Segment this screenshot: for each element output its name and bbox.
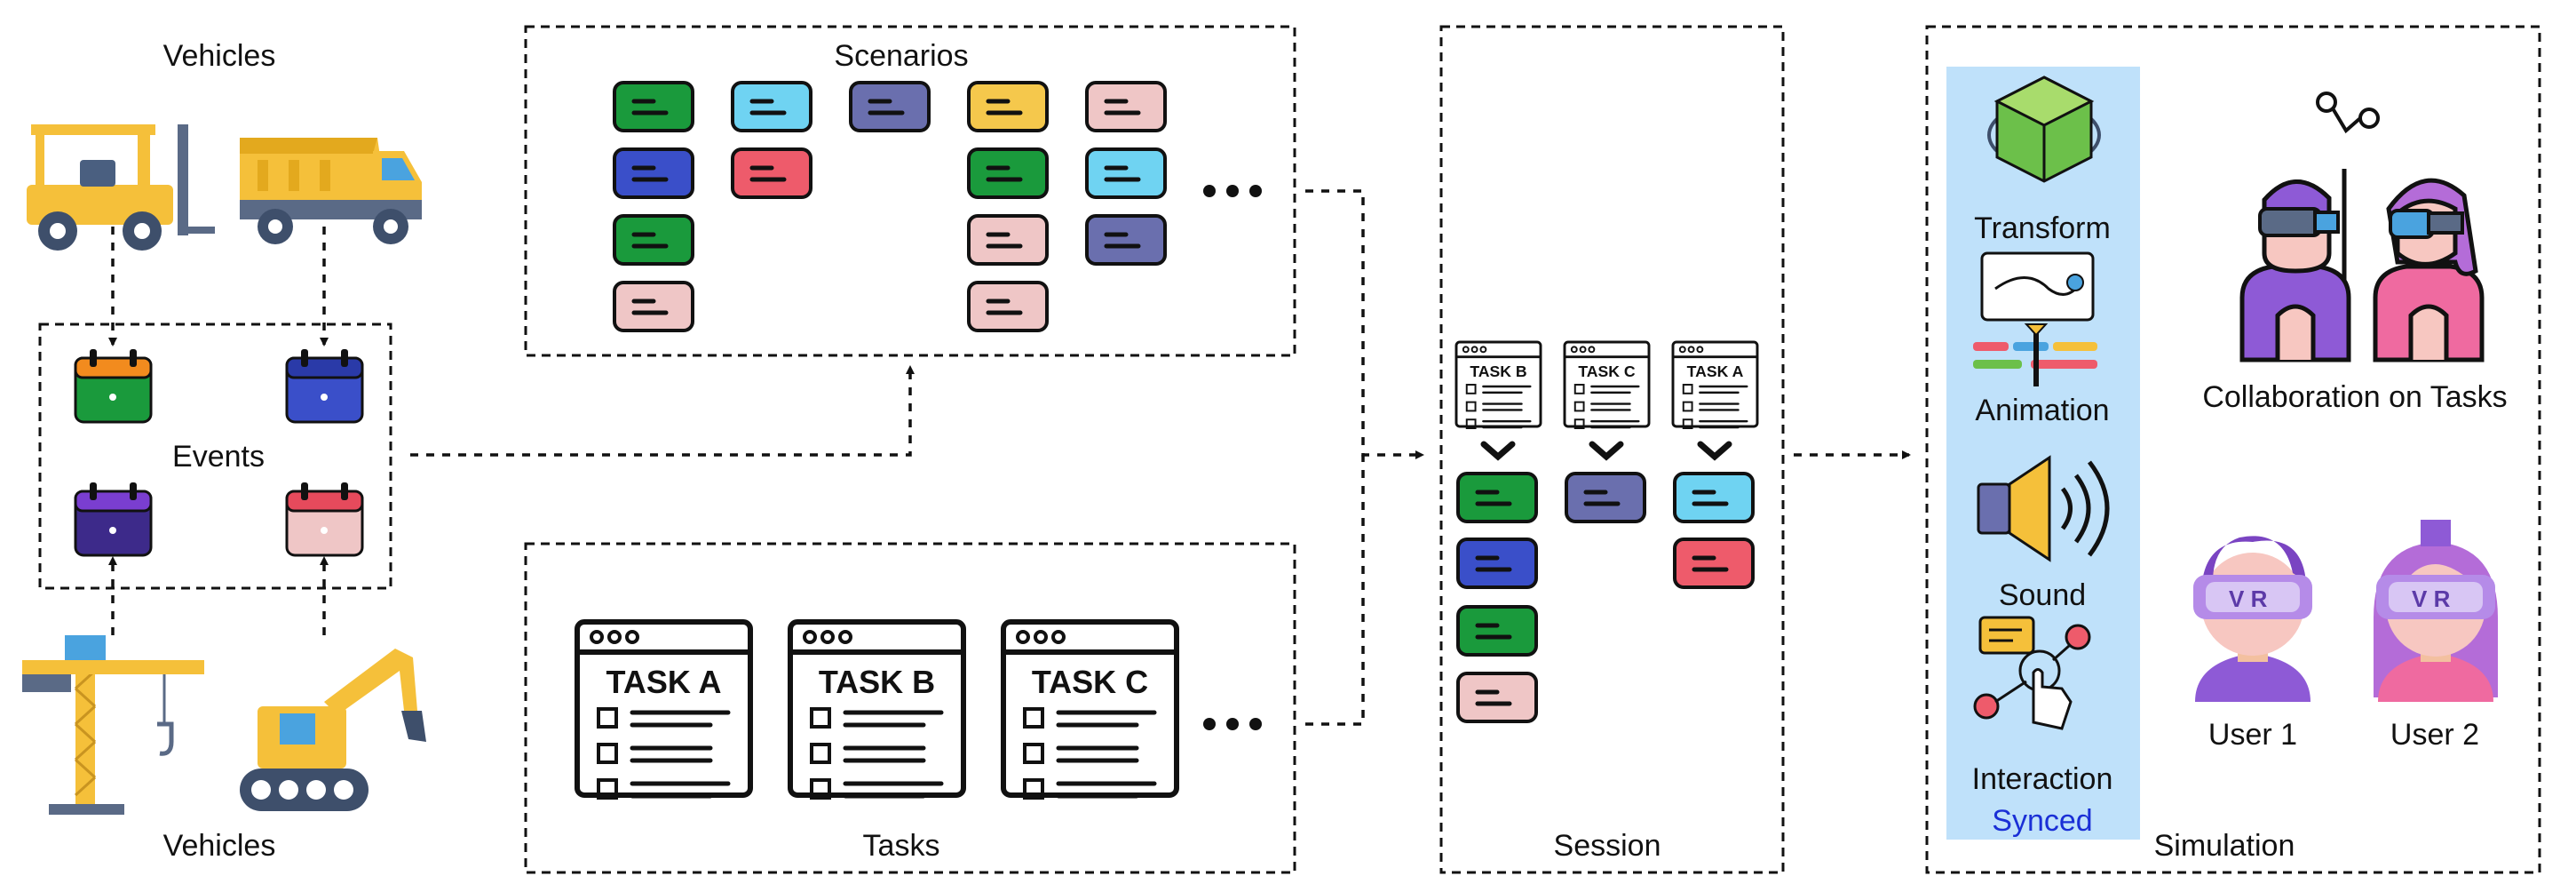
tasks-box — [524, 542, 1296, 874]
scenario-card — [1085, 147, 1167, 199]
excavator-icon — [240, 649, 426, 811]
session-box — [1439, 25, 1785, 874]
tasks-label: Tasks — [862, 829, 940, 863]
calendar-icon — [74, 349, 153, 424]
tower-crane-icon — [22, 635, 204, 815]
task-title: TASK A — [606, 664, 722, 700]
dump-truck-icon — [240, 138, 422, 244]
task-title: TASK B — [819, 664, 935, 700]
scenario-cards — [613, 81, 1167, 332]
scenario-card — [967, 147, 1049, 199]
chevron-down-icon — [1480, 441, 1516, 461]
speaker-icon — [1977, 455, 2110, 562]
user1-label: User 1 — [2207, 718, 2298, 752]
task-title: TASK B — [1470, 362, 1526, 380]
scenario-card — [849, 81, 931, 132]
task-window: TASK C — [1001, 619, 1179, 800]
synced-label: Synced — [1992, 804, 2093, 838]
events-box — [38, 323, 392, 590]
scenario-card — [1456, 538, 1538, 589]
scenario-card — [1673, 472, 1755, 523]
task-window: TASK B — [788, 619, 966, 800]
scenario-card — [1456, 605, 1538, 657]
simulation-label: Simulation — [2153, 829, 2295, 863]
session-cards — [1456, 472, 1755, 723]
vr-text: V R — [2229, 585, 2268, 612]
collaboration-label: Collaboration on Tasks — [2202, 380, 2508, 414]
scenario-card — [731, 81, 812, 132]
scenario-card — [613, 281, 694, 332]
scenario-card — [613, 214, 694, 266]
scenario-card — [967, 81, 1049, 132]
calendar-icon — [285, 482, 364, 557]
scenario-card — [1565, 472, 1646, 523]
scenario-card — [1456, 672, 1538, 723]
connectors — [108, 189, 1911, 726]
task-window: TASK C — [1563, 340, 1651, 430]
ellipsis-scenarios — [1203, 185, 1262, 197]
chevron-down-icon — [1589, 441, 1624, 461]
calendar-icon — [285, 349, 364, 424]
calendar-icon — [74, 482, 153, 557]
task-title: TASK C — [1032, 664, 1148, 700]
scenario-card — [967, 214, 1049, 266]
events-label: Events — [172, 440, 265, 474]
scenario-card — [1673, 538, 1755, 589]
sound-label: Sound — [1998, 578, 2087, 612]
scenarios-box — [524, 25, 1296, 357]
interaction-icon — [1973, 616, 2091, 730]
scenario-card — [613, 81, 694, 132]
scenario-card — [613, 147, 694, 199]
session-windows: TASK B TASK C TASK A — [1454, 340, 1759, 461]
vehicles-top-label: Vehicles — [162, 39, 276, 73]
share-icon — [2316, 92, 2380, 134]
session-label: Session — [1553, 829, 1661, 863]
task-title: TASK A — [1687, 362, 1744, 380]
ellipsis-tasks — [1203, 718, 1262, 730]
scenario-card — [1456, 472, 1538, 523]
transform-label: Transform — [1974, 211, 2111, 245]
task-window: TASK B — [1454, 340, 1542, 430]
vr-user-male-icon — [2239, 179, 2351, 362]
scenario-card — [1085, 214, 1167, 266]
vr-text: V R — [2412, 585, 2451, 612]
animation-icon — [1973, 251, 2097, 386]
task-window: TASK A — [1671, 340, 1759, 430]
interaction-label: Interaction — [1971, 762, 2113, 796]
scenarios-label: Scenarios — [834, 39, 969, 73]
vehicles-bottom-label: Vehicles — [162, 829, 276, 863]
scenario-card — [731, 147, 812, 199]
forklift-icon — [27, 124, 215, 251]
animation-label: Animation — [1975, 394, 2110, 427]
cube-icon — [1987, 76, 2101, 183]
chevron-down-icon — [1697, 441, 1732, 461]
scenario-card — [1085, 81, 1167, 132]
scenario-card — [967, 281, 1049, 332]
task-windows: TASK A TASK B TASK C — [575, 619, 1179, 800]
user2-label: User 2 — [2390, 718, 2480, 752]
vr-user-female-icon — [2373, 178, 2485, 362]
vr-avatar-user1-icon: V R — [2193, 536, 2312, 702]
simulation-box — [1925, 25, 2541, 874]
vr-avatar-user2-icon: V R — [2374, 520, 2498, 702]
task-title: TASK C — [1578, 362, 1636, 380]
task-window: TASK A — [575, 619, 753, 800]
